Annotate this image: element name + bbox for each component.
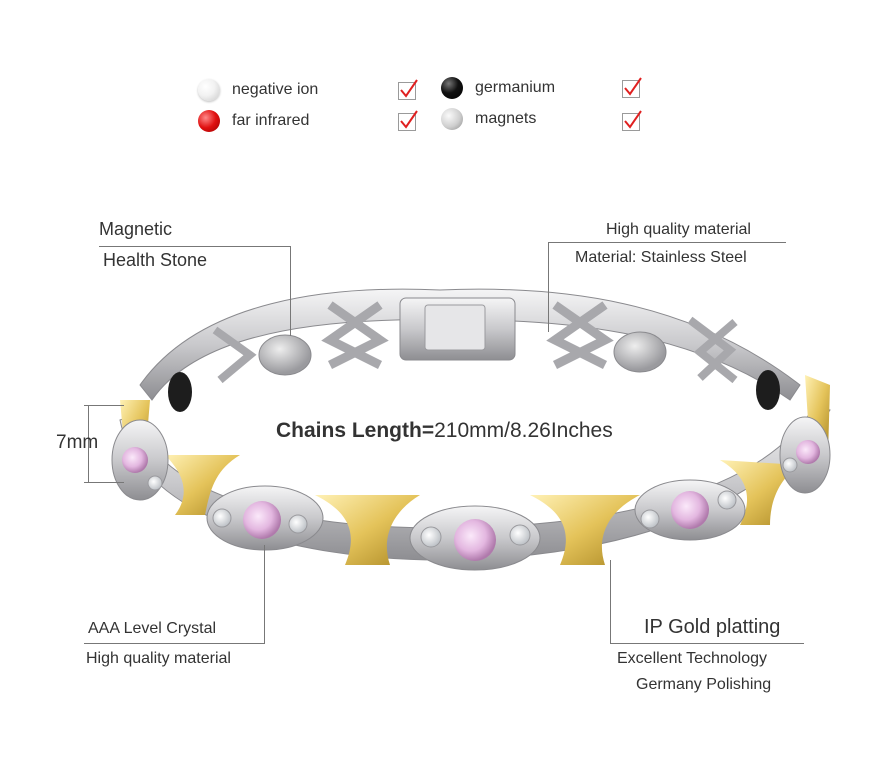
legend-label: negative ion <box>232 81 319 98</box>
checkmark-icon <box>624 110 642 129</box>
callout-gold-leader <box>610 560 611 644</box>
callout-crystal-line1: AAA Level Crystal <box>88 620 217 637</box>
callout-material-underline <box>548 242 786 243</box>
magnets-dot-icon <box>441 108 463 130</box>
callout-gold-line2: Excellent Technology <box>617 650 768 667</box>
legend-label: germanium <box>475 79 556 96</box>
callout-gold-line3: Germany Polishing <box>636 676 772 693</box>
callout-magnetic-line2: Health Stone <box>103 250 208 270</box>
checkmark-icon <box>624 77 642 96</box>
bracelet-back-links <box>139 288 801 412</box>
callout-crystal-underline <box>84 643 265 644</box>
chains-length-prefix: Chains Length= <box>276 419 435 442</box>
width-measure-vertical <box>88 405 89 482</box>
legend-label: far infrared <box>232 112 310 129</box>
callout-crystal-leader <box>264 545 265 644</box>
legend-label: magnets <box>475 110 537 127</box>
callout-magnetic-line1: Magnetic <box>99 219 173 239</box>
germanium-dot-icon <box>441 77 463 99</box>
callout-material-line1: High quality material <box>606 221 751 238</box>
check-far-infrared <box>398 110 418 131</box>
callout-crystal-line2: High quality material <box>86 650 231 667</box>
checkmark-icon <box>400 79 418 98</box>
legend-magnets: magnets <box>441 108 536 130</box>
width-measure-bottom <box>84 482 124 483</box>
callout-material-line2: Material: Stainless Steel <box>575 249 747 266</box>
callout-magnetic-leader <box>290 246 291 336</box>
check-magnets <box>622 110 642 131</box>
bracelet-front-links <box>111 375 831 571</box>
check-germanium <box>622 77 642 98</box>
legend-far-infrared: far infrared <box>198 110 309 132</box>
callout-gold-line1: IP Gold platting <box>644 616 781 638</box>
check-negative-ion <box>398 79 418 100</box>
callout-material-leader <box>548 242 549 332</box>
legend-germanium: germanium <box>441 77 555 99</box>
far-infrared-dot-icon <box>198 110 220 132</box>
chains-length-label: Chains Length=210mm/8.26Inches <box>276 419 613 443</box>
checkmark-icon <box>400 110 418 129</box>
callout-magnetic-underline <box>99 246 291 247</box>
callout-gold-underline <box>610 643 804 644</box>
width-label: 7mm <box>56 432 99 453</box>
negative-ion-dot-icon <box>198 79 220 101</box>
legend-negative-ion: negative ion <box>198 79 318 101</box>
width-measure-top <box>84 405 124 406</box>
chains-length-value: 210mm/8.26Inches <box>434 419 613 442</box>
